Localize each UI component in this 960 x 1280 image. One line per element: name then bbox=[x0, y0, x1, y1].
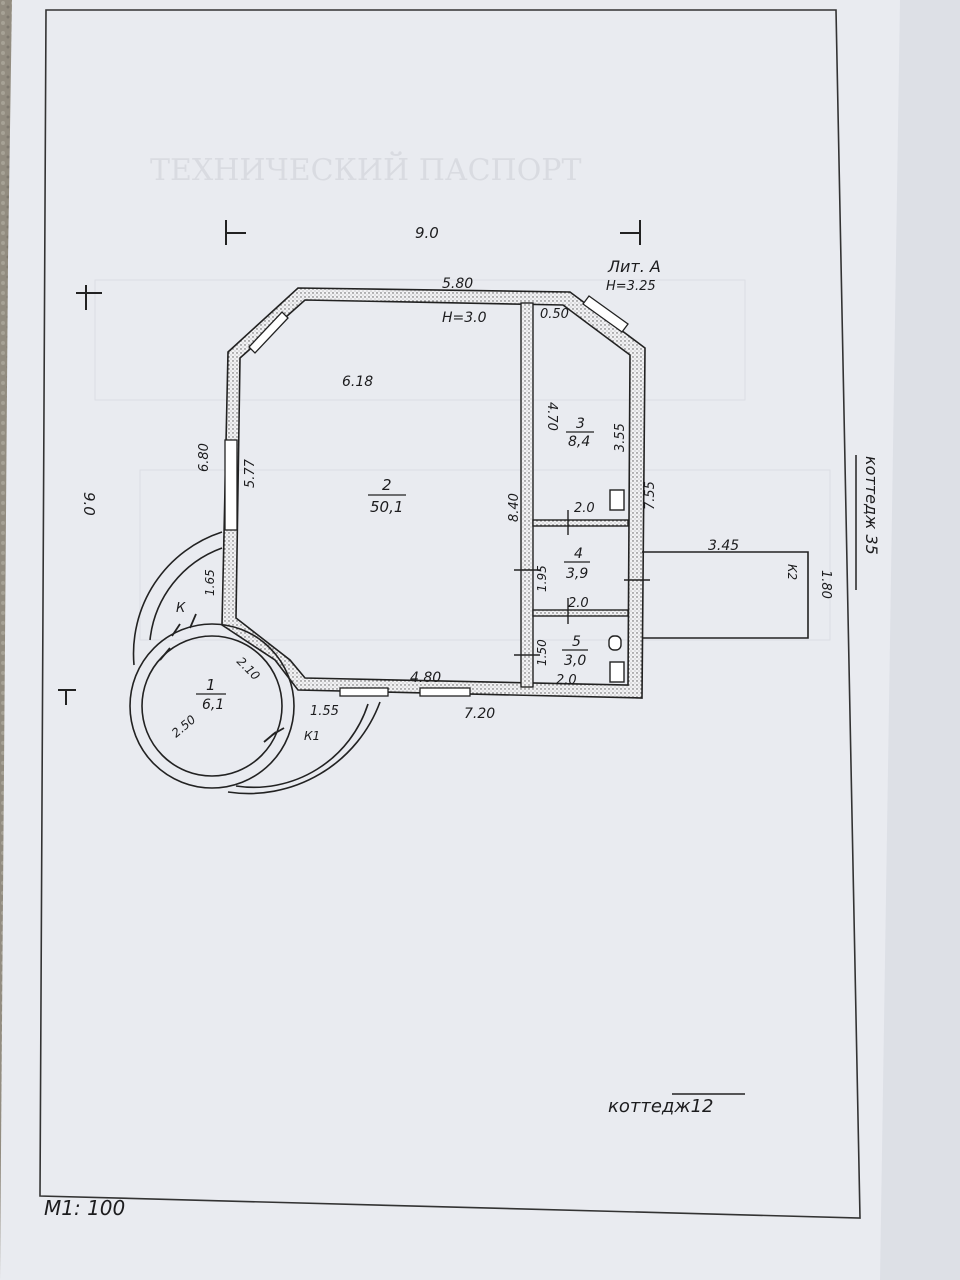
bay-room-outer bbox=[129, 623, 295, 789]
svg-text:ТЕХНИЧЕСКИЙ ПАСПОРТ: ТЕХНИЧЕСКИЙ ПАСПОРТ bbox=[150, 151, 582, 188]
dim-top-inner: 0.50 bbox=[540, 307, 569, 322]
partition-room4-5 bbox=[532, 609, 629, 617]
dim-top-wall: 5.80 bbox=[442, 276, 473, 292]
room-3-number: 3 bbox=[576, 416, 585, 432]
room-height-label: Н=3.0 bbox=[442, 310, 487, 326]
drawing-frame bbox=[39, 9, 861, 1219]
porch-k1-arc bbox=[235, 703, 369, 789]
dim-bottom-outer: 7.20 bbox=[464, 706, 495, 722]
room-1-area: 6,1 bbox=[202, 697, 224, 713]
porch-bottom-label: К1 bbox=[304, 729, 320, 743]
section-markers bbox=[58, 220, 641, 705]
porch-left-arc bbox=[149, 547, 223, 641]
dim-left-outer: 6.80 bbox=[197, 443, 212, 472]
room-4: 4 3,9 bbox=[564, 546, 590, 582]
dim-room3-depth: 4.70 bbox=[544, 402, 559, 431]
dim-bay-door: 1.55 bbox=[310, 704, 339, 719]
room-1-number: 1 bbox=[206, 676, 216, 694]
bay-ticks bbox=[159, 613, 285, 743]
dim-room4-top: 2.0 bbox=[574, 501, 595, 516]
room-3-area: 8,4 bbox=[568, 434, 590, 450]
dim-room4-depth: 1.95 bbox=[535, 565, 549, 592]
bay-room-inner bbox=[141, 635, 283, 777]
dim-bottom-inner: 4.80 bbox=[410, 670, 441, 686]
room-1: 1 6,1 bbox=[196, 676, 226, 713]
porch-right-label: К2 bbox=[785, 564, 799, 580]
dim-room2-width: 6.18 bbox=[342, 374, 373, 390]
porch-left-arc-2 bbox=[132, 531, 223, 666]
scale-label: M1: 100 bbox=[44, 1196, 125, 1220]
cottage-bottom-label: коттедж12 bbox=[608, 1096, 714, 1117]
paper-shadow bbox=[880, 0, 960, 1280]
dim-room2-depth: 8.40 bbox=[507, 493, 522, 522]
litera-label: Лит. А bbox=[607, 257, 661, 276]
fixtures bbox=[608, 489, 625, 683]
dim-porch-width: 3.45 bbox=[708, 538, 739, 554]
room-3: 3 8,4 bbox=[566, 416, 594, 450]
room-2-number: 2 bbox=[382, 476, 392, 494]
room-2: 2 50,1 bbox=[368, 476, 406, 516]
partition-vertical bbox=[520, 302, 534, 688]
partition-room3-4 bbox=[532, 519, 629, 527]
bleed-through-text: ТЕХНИЧЕСКИЙ ПАСПОРТ bbox=[94, 151, 831, 641]
dim-porch-depth: 1.80 bbox=[818, 570, 833, 599]
room-4-number: 4 bbox=[574, 546, 583, 562]
door-marks bbox=[514, 510, 650, 656]
floor-plan bbox=[129, 287, 809, 795]
dim-right-wall: 7.55 bbox=[643, 481, 658, 510]
dim-room5-bottom: 2.0 bbox=[556, 673, 577, 688]
dim-left-inner: 5.77 bbox=[243, 458, 258, 488]
porch-right bbox=[642, 551, 809, 639]
dim-room5-top: 2.0 bbox=[568, 596, 589, 611]
porch-left-label: К bbox=[176, 601, 186, 616]
room-4-area: 3,9 bbox=[566, 566, 588, 582]
dim-bay-left: 1.65 bbox=[203, 569, 217, 596]
overall-width-label: 9.0 bbox=[415, 224, 439, 242]
overall-height-label: 9.0 bbox=[80, 492, 98, 516]
room-5-number: 5 bbox=[572, 634, 581, 650]
litera-height-label: Н=3.25 bbox=[606, 279, 656, 294]
dim-room3-right: 3.55 bbox=[613, 423, 628, 452]
dim-room5-depth: 1.50 bbox=[535, 639, 549, 666]
room-5-area: 3,0 bbox=[564, 653, 586, 669]
room-2-area: 50,1 bbox=[370, 498, 403, 516]
room-5: 5 3,0 bbox=[562, 634, 588, 669]
windows bbox=[224, 295, 629, 697]
cottage-side-label: коттедж 35 bbox=[862, 456, 881, 555]
porch-k1-arc-2 bbox=[227, 701, 381, 795]
